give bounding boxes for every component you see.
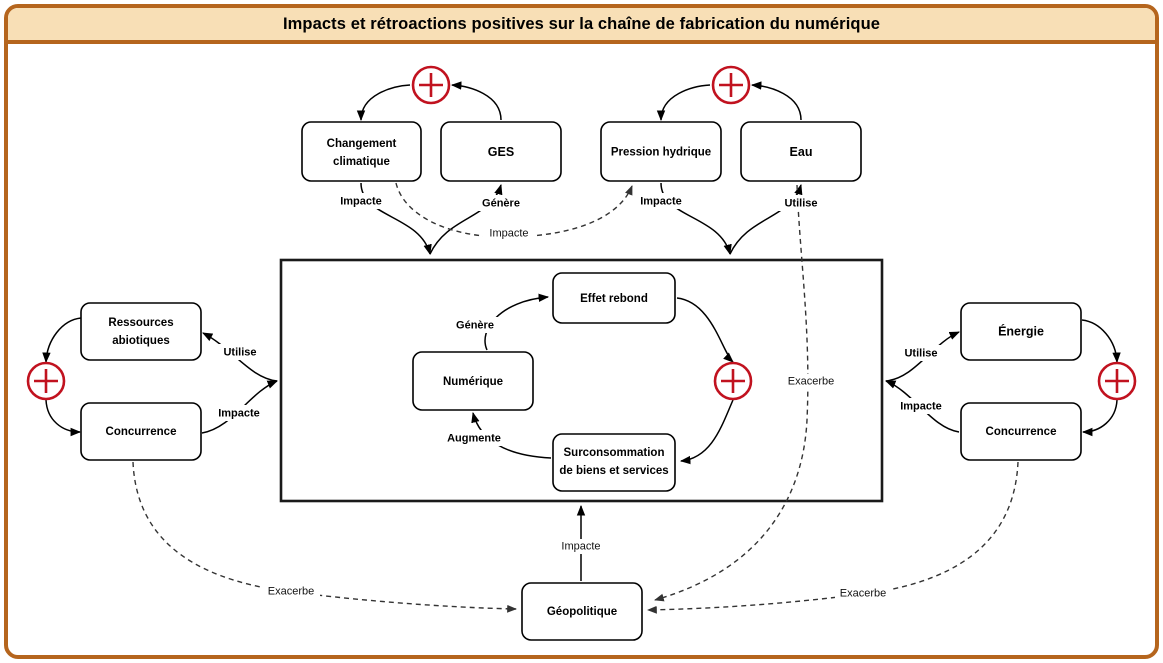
node-label: Pression hydrique bbox=[611, 147, 711, 159]
edge-dashed-exacerbe-geo-pression bbox=[654, 184, 809, 602]
edge-center-to-eau bbox=[729, 183, 803, 255]
svg-text:Génère: Génère bbox=[482, 197, 520, 209]
edge-label-impacte-cc: Impacte bbox=[333, 193, 389, 209]
svg-text:Impacte: Impacte bbox=[561, 540, 600, 552]
svg-text:Impacte: Impacte bbox=[900, 400, 942, 412]
node-label: Géopolitique bbox=[547, 606, 617, 618]
node-label: Numérique bbox=[443, 376, 503, 388]
edge-label-impacte-gauche: Impacte bbox=[211, 405, 267, 421]
node-ressources-abiotiques[interactable]: Ressources abiotiques bbox=[80, 302, 202, 361]
edge-container-to-ressources bbox=[202, 332, 278, 382]
edge-dashed-impacte-cc-ph bbox=[395, 182, 633, 238]
edge-energie-to-plus-droite bbox=[1081, 319, 1121, 364]
edge-effet-rebond-to-surconsommation bbox=[676, 297, 734, 363]
svg-text:Augmente: Augmente bbox=[447, 432, 501, 444]
node-changement-climatique[interactable]: Changement climatique bbox=[301, 121, 422, 182]
edge-label-genere-ges: Génère bbox=[475, 195, 527, 211]
node-concurrence-droite[interactable]: Concurrence bbox=[960, 402, 1082, 461]
node-label: Énergie bbox=[998, 323, 1044, 338]
plus-icon-centre bbox=[713, 361, 753, 401]
edge-plus-gauche-to-concurrence bbox=[45, 399, 82, 437]
node-geopolitique[interactable]: Géopolitique bbox=[521, 582, 643, 641]
edge-eau-to-plus-eau bbox=[750, 81, 802, 121]
page-title: Impacts et rétroactions positives sur la… bbox=[282, 14, 881, 33]
svg-text:Impacte: Impacte bbox=[640, 195, 682, 207]
title-bar: Impacts et rétroactions positives sur la… bbox=[8, 8, 1155, 44]
node-effet-rebond[interactable]: Effet rebond bbox=[552, 272, 676, 324]
node-label-2: abiotiques bbox=[112, 335, 170, 347]
node-label: Ressources bbox=[108, 317, 173, 329]
svg-text:Exacerbe: Exacerbe bbox=[788, 375, 834, 387]
edge-plus-droite-to-concurrence bbox=[1081, 399, 1118, 437]
edge-dashed-exacerbe-concurrence-droite bbox=[647, 461, 1019, 614]
container-chaine-fabrication bbox=[279, 258, 884, 503]
node-ges[interactable]: GES bbox=[440, 121, 562, 182]
node-label: Surconsommation bbox=[564, 447, 665, 459]
node-label-2: climatique bbox=[333, 156, 390, 168]
edge-dashed-exacerbe-concurrence-gauche bbox=[132, 461, 517, 613]
edge-ges-to-plus-climat bbox=[450, 81, 502, 121]
node-label: Effet rebond bbox=[580, 293, 648, 305]
node-eau[interactable]: Eau bbox=[740, 121, 862, 182]
edge-plus-climat-to-changement bbox=[356, 84, 411, 122]
svg-text:Utilise: Utilise bbox=[784, 197, 817, 209]
edge-label-exacerbe-haut: Exacerbe bbox=[783, 374, 840, 389]
plus-icon-gauche bbox=[26, 361, 66, 401]
node-label: Eau bbox=[790, 145, 813, 159]
node-label-2: de biens et services bbox=[559, 465, 668, 477]
svg-text:Génère: Génère bbox=[456, 319, 494, 331]
node-label: Concurrence bbox=[986, 426, 1057, 438]
edge-label-impacte-ph: Impacte bbox=[633, 193, 689, 209]
node-numerique[interactable]: Numérique bbox=[412, 351, 534, 411]
svg-text:Exacerbe: Exacerbe bbox=[268, 585, 314, 597]
edge-label-impacte-droite: Impacte bbox=[893, 398, 949, 414]
edge-label-impacte-dashed: Impacte bbox=[483, 226, 535, 241]
svg-text:Utilise: Utilise bbox=[904, 347, 937, 359]
edge-plus-centre-to-surconsommation bbox=[679, 399, 734, 465]
node-label: Concurrence bbox=[106, 426, 177, 438]
edge-label-utilise-eau: Utilise bbox=[778, 195, 824, 211]
edge-ressources-to-plus-gauche bbox=[42, 317, 82, 364]
node-label: GES bbox=[488, 145, 514, 159]
node-label: Changement bbox=[327, 138, 397, 150]
edge-label-exacerbe-gauche: Exacerbe bbox=[263, 584, 320, 599]
edge-label-utilise-gauche: Utilise bbox=[217, 344, 263, 360]
plus-icon-climat bbox=[411, 65, 451, 105]
plus-icon-droite bbox=[1097, 361, 1137, 401]
node-surconsommation[interactable]: Surconsommation de biens et services bbox=[552, 433, 676, 492]
edge-label-genere-centre: Génère bbox=[449, 317, 501, 333]
edge-label-utilise-droite: Utilise bbox=[898, 345, 944, 361]
edge-label-augmente-centre: Augmente bbox=[442, 430, 506, 446]
node-energie[interactable]: Énergie bbox=[960, 302, 1082, 361]
node-concurrence-gauche[interactable]: Concurrence bbox=[80, 402, 202, 461]
svg-text:Impacte: Impacte bbox=[340, 195, 382, 207]
edge-plus-eau-to-pression bbox=[656, 84, 711, 122]
svg-text:Exacerbe: Exacerbe bbox=[840, 587, 886, 599]
node-pression-hydrique[interactable]: Pression hydrique bbox=[600, 121, 722, 182]
plus-icon-eau bbox=[711, 65, 751, 105]
edge-label-impacte-geo: Impacte bbox=[556, 539, 608, 554]
svg-text:Utilise: Utilise bbox=[223, 346, 256, 358]
svg-text:Impacte: Impacte bbox=[489, 227, 528, 239]
edge-center-to-ges bbox=[429, 183, 503, 255]
svg-text:Impacte: Impacte bbox=[218, 407, 260, 419]
edge-label-exacerbe-droite: Exacerbe bbox=[835, 586, 892, 601]
